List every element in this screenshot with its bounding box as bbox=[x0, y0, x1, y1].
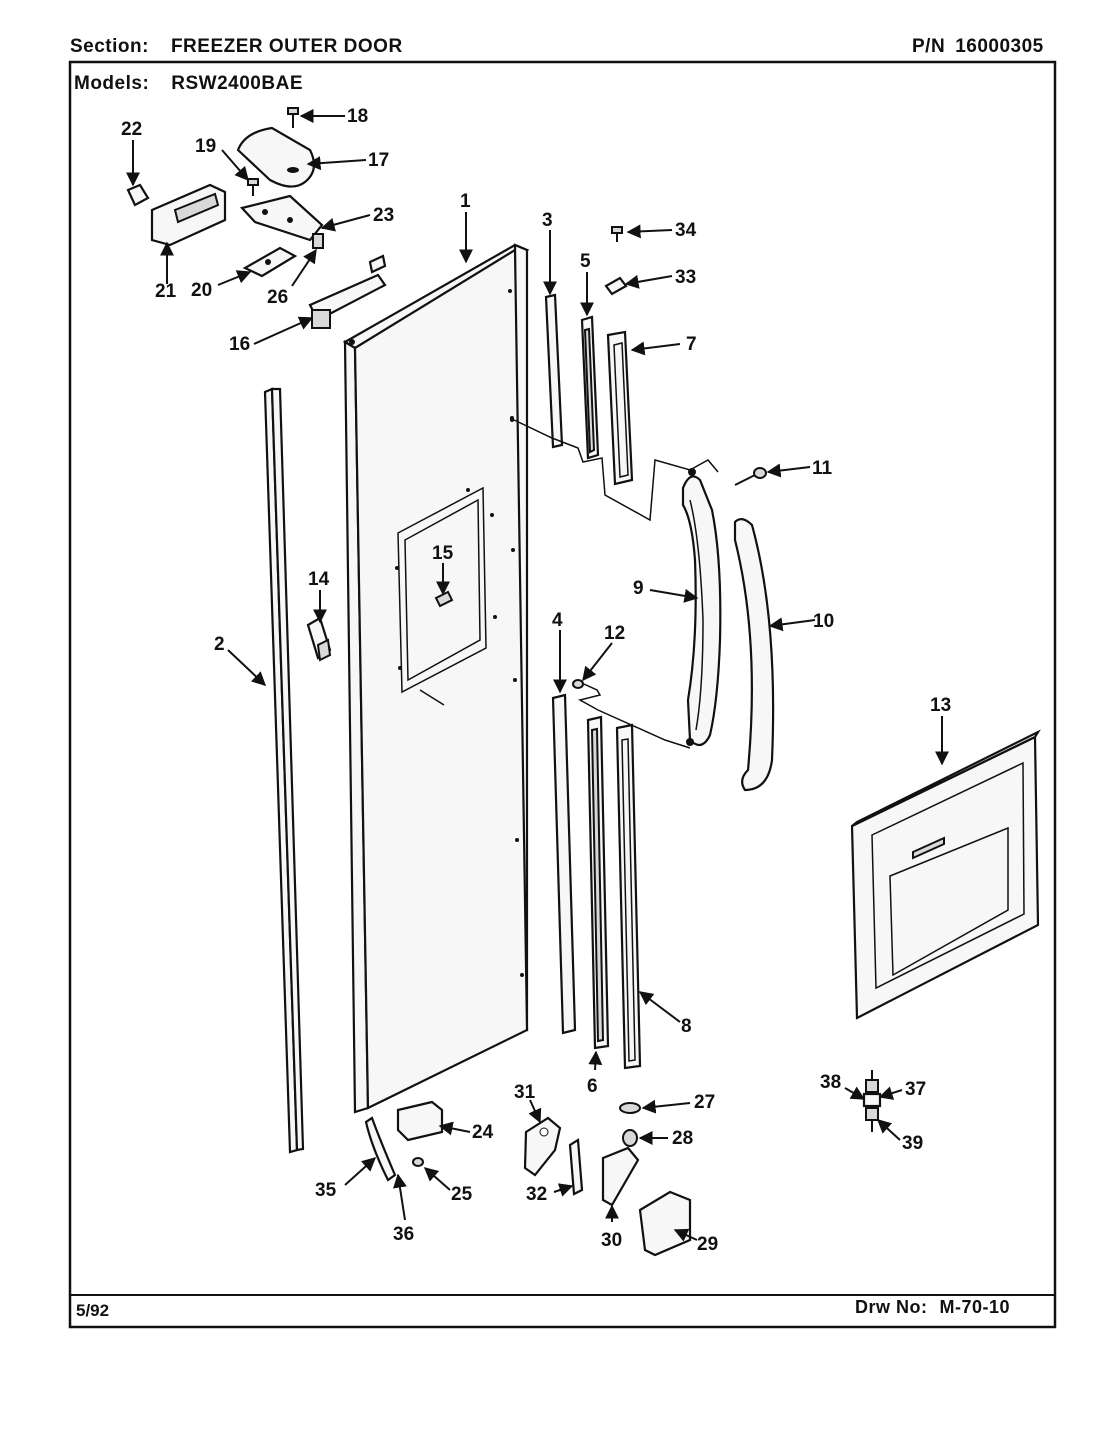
part-label-8: 8 bbox=[681, 1016, 692, 1037]
part-label-33: 33 bbox=[675, 267, 696, 288]
door-panel-part bbox=[342, 243, 530, 1114]
part-label-9: 9 bbox=[633, 578, 644, 599]
part-label-23: 23 bbox=[373, 205, 394, 226]
part-label-15: 15 bbox=[432, 543, 454, 564]
part-label-5: 5 bbox=[580, 251, 591, 272]
screw-25-part bbox=[412, 1157, 424, 1167]
dispenser-bezel-part bbox=[850, 729, 1041, 1020]
part-label-17: 17 bbox=[368, 150, 389, 171]
hinge-block-part bbox=[150, 183, 227, 247]
spacer-33-part bbox=[604, 276, 628, 296]
part-label-2: 2 bbox=[214, 634, 225, 655]
part-label-27: 27 bbox=[694, 1092, 715, 1113]
section-title: Section: FREEZER OUTER DOOR bbox=[70, 36, 403, 58]
washer-27-part bbox=[619, 1102, 641, 1114]
part-label-38: 38 bbox=[820, 1072, 841, 1093]
part-label-20: 20 bbox=[191, 280, 212, 301]
shim-32-part bbox=[568, 1138, 584, 1196]
seal-35-36-part bbox=[364, 1116, 397, 1182]
part-label-22: 22 bbox=[121, 119, 142, 140]
part-label-12: 12 bbox=[604, 623, 625, 644]
part-label-19: 19 bbox=[195, 136, 216, 157]
hinge-cover-part bbox=[236, 126, 316, 188]
clip-14-part bbox=[306, 616, 332, 662]
drw-value: M-70-10 bbox=[939, 1297, 1011, 1317]
part-label-1: 1 bbox=[460, 191, 471, 212]
part-label-14: 14 bbox=[308, 569, 330, 590]
part-label-6: 6 bbox=[587, 1076, 598, 1097]
clip-22-part bbox=[126, 183, 150, 207]
part-label-36: 36 bbox=[393, 1224, 414, 1245]
models-line: Models: RSW2400BAE bbox=[74, 73, 303, 95]
screw-34-part bbox=[611, 226, 623, 242]
fitting-37-38-39-part bbox=[862, 1070, 882, 1132]
drw-label: Drw No: bbox=[855, 1297, 928, 1317]
part-label-37: 37 bbox=[905, 1079, 926, 1100]
models-label: Models: bbox=[74, 73, 150, 94]
hinge-plate-23-part bbox=[239, 194, 324, 242]
handle-trim-part bbox=[733, 518, 775, 792]
screw-11-part bbox=[734, 467, 767, 486]
shim-20-part bbox=[242, 246, 298, 278]
bracket-31-part bbox=[523, 1116, 562, 1177]
part-label-10: 10 bbox=[813, 611, 834, 632]
part-label-4: 4 bbox=[552, 610, 563, 631]
part-label-28: 28 bbox=[672, 1128, 693, 1149]
part-label-13: 13 bbox=[930, 695, 951, 716]
bushing-26-part bbox=[312, 233, 324, 249]
part-label-11: 11 bbox=[812, 458, 833, 479]
part-label-32: 32 bbox=[526, 1184, 547, 1205]
hinge-pin-16-part bbox=[308, 254, 387, 329]
part-label-21: 21 bbox=[155, 281, 177, 302]
cam-30-part bbox=[601, 1146, 640, 1207]
part-label-39: 39 bbox=[902, 1133, 923, 1154]
bushing-28-part bbox=[622, 1129, 638, 1147]
plug-12-part bbox=[572, 679, 584, 689]
upper-rails-parts bbox=[544, 293, 634, 486]
part-label-30: 30 bbox=[601, 1230, 622, 1251]
leader-arrows bbox=[126, 109, 949, 1242]
assembly-guide-lines bbox=[509, 417, 719, 749]
section-label: Section: bbox=[70, 36, 149, 57]
part-label-24: 24 bbox=[472, 1122, 494, 1143]
pn-value: 16000305 bbox=[955, 36, 1044, 57]
cam-housing-29-part bbox=[638, 1190, 692, 1257]
part-label-35: 35 bbox=[315, 1180, 337, 1201]
door-trim-strip-part bbox=[263, 387, 305, 1154]
revision-date: 5/92 bbox=[76, 1301, 110, 1320]
models-value: RSW2400BAE bbox=[171, 73, 303, 94]
part-label-3: 3 bbox=[542, 210, 553, 231]
lower-rails-parts bbox=[551, 693, 642, 1070]
part-label-18: 18 bbox=[347, 106, 368, 127]
section-value: FREEZER OUTER DOOR bbox=[170, 36, 403, 57]
part-label-7: 7 bbox=[686, 334, 697, 355]
part-label-25: 25 bbox=[451, 1184, 473, 1205]
drawing-frame bbox=[68, 60, 1057, 1329]
part-label-29: 29 bbox=[697, 1234, 718, 1255]
door-handle-part bbox=[681, 468, 722, 747]
bottom-hinge-24-part bbox=[396, 1100, 444, 1142]
part-label-34: 34 bbox=[675, 220, 697, 241]
drawing-number: Drw No: M-70-10 bbox=[855, 1297, 1010, 1318]
part-label-26: 26 bbox=[267, 287, 288, 308]
part-number: P/N 16000305 bbox=[912, 36, 1044, 58]
pn-label: P/N bbox=[912, 36, 946, 57]
screw-19-part bbox=[247, 178, 259, 196]
part-number-labels: 1 2 3 4 5 6 7 8 9 10 11 12 13 14 15 16 1… bbox=[121, 106, 951, 1255]
part-label-31: 31 bbox=[514, 1082, 536, 1103]
screw-18-part bbox=[287, 107, 299, 128]
part-label-16: 16 bbox=[229, 334, 250, 355]
